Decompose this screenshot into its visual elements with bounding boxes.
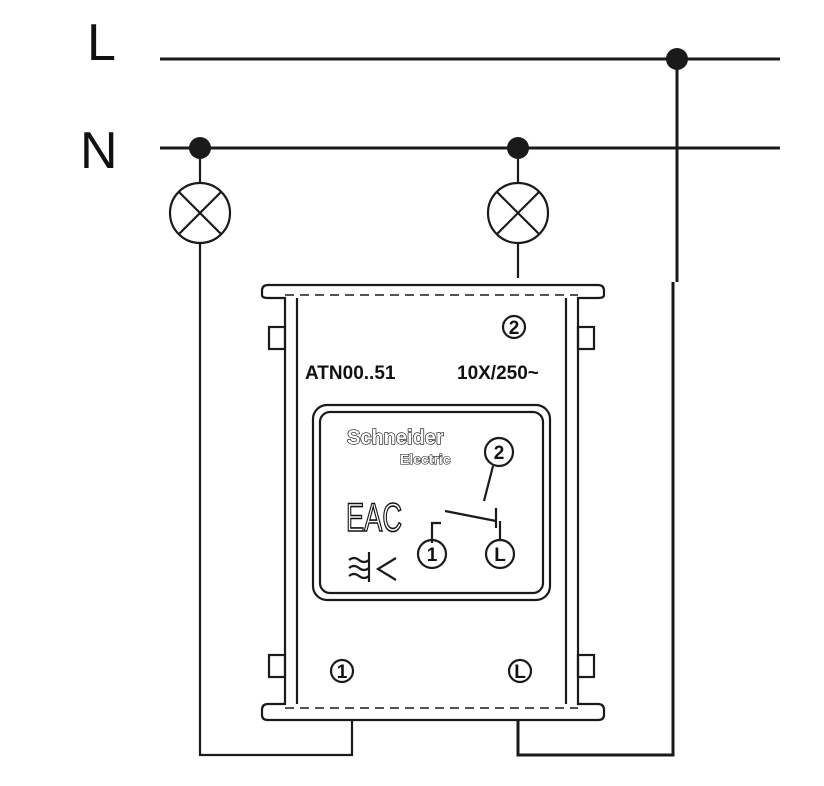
rating-label: 10X/250~ xyxy=(457,363,539,384)
model-number: ATN00..51 xyxy=(305,363,396,384)
wire-line-to-terminal-L xyxy=(516,282,675,757)
terminal-1-marker: 1 xyxy=(329,658,355,684)
svg-text:L: L xyxy=(494,545,506,566)
eac-certification-mark: EAC xyxy=(346,496,402,540)
wire-lamp-left-to-terminal-1 xyxy=(198,243,354,757)
switch-device-body xyxy=(260,283,606,722)
svg-text:L: L xyxy=(514,662,526,683)
terminal-L-marker: L xyxy=(507,658,533,684)
line-bus-label: L xyxy=(87,14,116,72)
svg-text:2: 2 xyxy=(509,318,520,339)
terminal-2-marker: 2 xyxy=(501,314,527,340)
label-panel-inner xyxy=(318,410,545,595)
brand-logo-line1: Schneider xyxy=(347,427,444,449)
moisture-symbol-icon xyxy=(348,552,397,582)
lamp-left-icon xyxy=(168,148,232,245)
svg-text:1: 1 xyxy=(427,545,438,566)
neutral-bus-label: N xyxy=(80,122,118,180)
svg-text:2: 2 xyxy=(494,443,505,464)
brand-logo-line2: Electric xyxy=(400,451,451,467)
lamp-right-icon xyxy=(486,148,550,245)
label-panel xyxy=(311,403,552,602)
svg-text:1: 1 xyxy=(337,662,348,683)
switch-schematic-icon: 2 1 L xyxy=(416,436,516,570)
